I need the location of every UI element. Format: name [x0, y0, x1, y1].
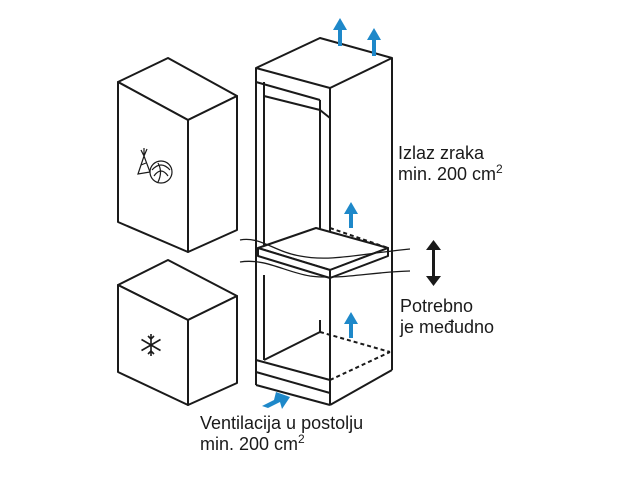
plinth-ventilation-label: Ventilacija u postolju min. 200 cm2 [200, 413, 363, 455]
freezer-appliance [117, 259, 238, 406]
gap-required-label: Potrebno je međudno [400, 296, 494, 338]
air-outlet-line1: Izlaz zraka [398, 143, 485, 163]
air-outlet-line2: min. 200 cm2 [398, 162, 503, 184]
cabinet [255, 37, 393, 406]
freezer-front-face [117, 284, 189, 406]
gap-line1: Potrebno [400, 296, 474, 316]
airflow-lines [239, 238, 411, 278]
intermediate-shelf [257, 227, 389, 279]
plinth-line2: min. 200 cm2 [200, 432, 305, 454]
arrow-up-icon [333, 18, 347, 46]
arrow-intake-icon [262, 392, 290, 409]
arrow-up-icon [344, 202, 358, 228]
fridge-appliance [117, 57, 238, 253]
air-outlet-label: Izlaz zraka min. 200 cm2 [398, 143, 503, 185]
snowflake-icon [141, 334, 161, 356]
cabinet-top [255, 37, 393, 89]
airflow-arrows [262, 18, 381, 409]
vegetables-icon [137, 148, 173, 184]
arrow-up-icon [344, 312, 358, 338]
gap-line2: je međudno [400, 317, 495, 337]
arrow-up-icon [367, 28, 381, 56]
double-arrow-vertical-icon [426, 240, 441, 286]
fridge-side-face [187, 95, 238, 253]
plinth-line1: Ventilacija u postolju [200, 413, 364, 433]
